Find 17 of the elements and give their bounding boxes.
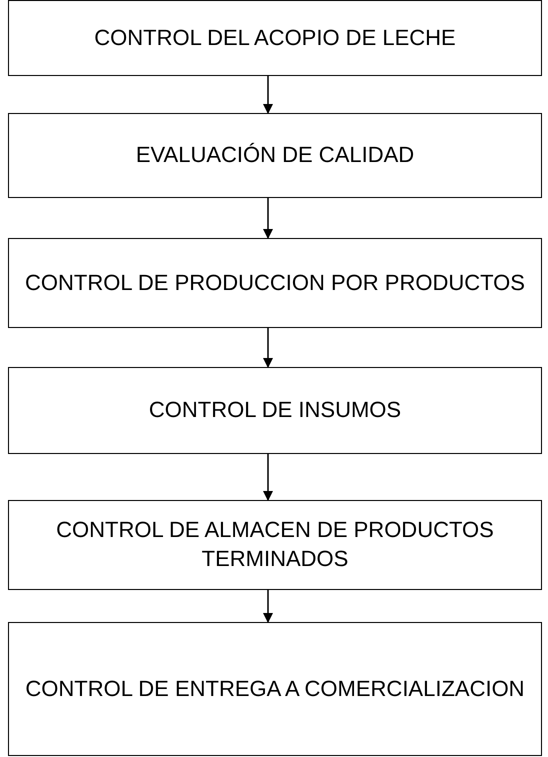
arrow (263, 328, 273, 368)
box-label: CONTROL DE INSUMOS (148, 396, 402, 424)
process-box (8, 113, 542, 198)
process-box (8, 622, 542, 756)
arrow (263, 198, 273, 239)
process-box (8, 0, 542, 76)
box-label: CONTROL DE ALMACEN DE PRODUCTOS TERMINADOS (55, 516, 495, 573)
box-label: CONTROL DEL ACOPIO DE LECHE (94, 24, 456, 52)
process-box (8, 238, 542, 328)
process-box (8, 500, 542, 590)
box-label: CONTROL DE ENTREGA A COMERCIALIZACION (25, 674, 525, 703)
box-label: EVALUACIÓN DE CALIDAD (136, 141, 414, 170)
process-box (8, 367, 542, 454)
arrow (263, 76, 273, 114)
arrow (263, 454, 273, 501)
arrow (263, 590, 273, 623)
box-label: CONTROL DE PRODUCCION POR PRODUCTOS (25, 268, 525, 297)
